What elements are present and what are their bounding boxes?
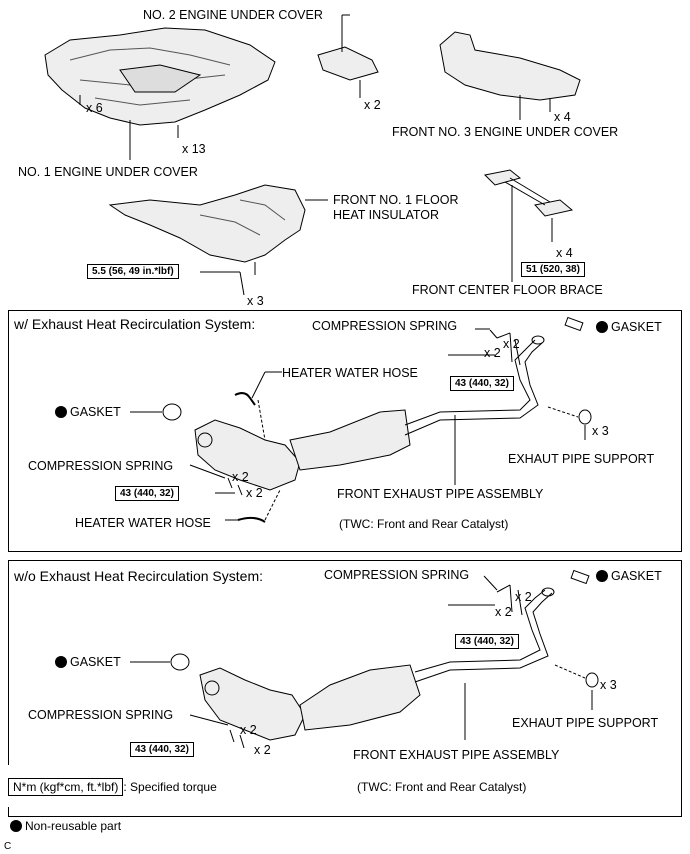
gasket-part (162, 403, 182, 421)
qty-x6: x 6 (86, 101, 103, 115)
no2-engine-under-cover-label: NO. 2 ENGINE UNDER COVER (143, 8, 323, 22)
qty-x2-p2-a: x 2 (515, 590, 532, 604)
front-no1-floor-heat-insulator-label-1: FRONT NO. 1 FLOOR (333, 193, 459, 207)
front-no1-floor-heat-insulator-part (108, 184, 306, 263)
qty-x2-p2-c: x 2 (240, 723, 257, 737)
qty-x4-brace: x 4 (556, 246, 573, 260)
legend-area (0, 765, 330, 807)
gasket-label-left-p2: GASKET (55, 655, 121, 669)
torque-legend: N*m (kgf*cm, ft.*lbf): Specified torque (8, 778, 217, 796)
non-reusable-dot-icon (55, 656, 67, 668)
gasket-text: GASKET (611, 569, 662, 583)
exhaust-pipe-support-part (578, 409, 592, 425)
heater-water-hose-label-top: HEATER WATER HOSE (282, 366, 418, 380)
exhaust-pipe-support-part-2 (585, 672, 599, 688)
exhaust-pipe-support-label-p1: EXHAUT PIPE SUPPORT (508, 452, 655, 466)
twc-note-p1: (TWC: Front and Rear Catalyst) (339, 517, 509, 531)
w-exhaust-heat-recirculation-panel (8, 310, 682, 552)
qty-x4-no3: x 4 (554, 110, 571, 124)
compression-spring-label-p1: COMPRESSION SPRING (28, 459, 174, 473)
qty-x3-p2: x 3 (600, 678, 617, 692)
gasket-text: GASKET (70, 405, 121, 419)
no1-engine-under-cover-label: NO. 1 ENGINE UNDER COVER (18, 165, 198, 179)
qty-x3-insulator: x 3 (247, 294, 264, 308)
non-reusable-legend: Non-reusable part (10, 819, 121, 833)
front-exhaust-pipe-assembly-label-p1: FRONT EXHAUST PIPE ASSEMBLY (337, 487, 544, 501)
non-reusable-dot-icon (55, 406, 67, 418)
front-no3-engine-under-cover-part (439, 31, 581, 101)
front-no3-engine-under-cover-label: FRONT NO. 3 ENGINE UNDER COVER (392, 125, 619, 139)
compression-spring-label-p2: COMPRESSION SPRING (28, 708, 174, 722)
no2-engine-under-cover-part (317, 46, 379, 81)
qty-x2-p1-a: x 2 (503, 337, 520, 351)
qty-x3-p1: x 3 (592, 424, 609, 438)
non-reusable-dot-icon (596, 321, 608, 333)
qty-x13: x 13 (182, 142, 206, 156)
gasket-label-left: GASKET (55, 405, 121, 419)
qty-x2-p2-d: x 2 (254, 743, 271, 757)
torque-insulator: 5.5 (56, 49 in.*lbf) (87, 264, 179, 279)
torque-pipe-p1-bottom: 43 (440, 32) (115, 486, 179, 501)
torque-desc: : Specified torque (123, 780, 217, 794)
torque-unit-box: N*m (kgf*cm, ft.*lbf) (8, 778, 124, 796)
exhaust-pipe-support-label-p2: EXHAUT PIPE SUPPORT (512, 716, 659, 730)
torque-pipe-p1-top: 43 (440, 32) (450, 376, 514, 391)
non-reusable-text: Non-reusable part (25, 819, 122, 833)
non-reusable-dot-icon (10, 820, 22, 832)
front-center-floor-brace-part (483, 169, 574, 217)
qty-x2-p1-d: x 2 (246, 486, 263, 500)
compression-spring-label-p2-top: COMPRESSION SPRING (324, 568, 470, 582)
front-no1-floor-heat-insulator-label-2: HEAT INSULATOR (333, 208, 440, 222)
figure-code: C (4, 841, 12, 852)
torque-brace: 51 (520, 38) (521, 262, 585, 277)
exhaust-manifold-part-2 (199, 667, 306, 741)
heater-water-hose-label-bottom: HEATER WATER HOSE (75, 516, 211, 530)
gasket-part-2 (170, 653, 190, 671)
front-exhaust-pipe-part-2 (299, 664, 421, 731)
w-system-title: w/ Exhaust Heat Recirculation System: (14, 316, 256, 332)
gasket-label-right-p2: GASKET (596, 569, 662, 583)
qty-x2-no2: x 2 (364, 98, 381, 112)
qty-x2-p1-b: x 2 (484, 346, 501, 360)
gasket-label-right: GASKET (596, 320, 662, 334)
compression-spring-label-top: COMPRESSION SPRING (312, 319, 458, 333)
front-center-floor-brace-label: FRONT CENTER FLOOR BRACE (412, 283, 603, 297)
wo-system-title: w/o Exhaust Heat Recirculation System: (14, 568, 263, 584)
front-exhaust-pipe-assembly-part (289, 409, 411, 471)
front-exhaust-pipe-assembly-label-p2: FRONT EXHAUST PIPE ASSEMBLY (353, 748, 560, 762)
torque-pipe-p2-top: 43 (440, 32) (455, 634, 519, 649)
wo-exhaust-heat-recirculation-panel (8, 560, 682, 817)
gasket-text: GASKET (70, 655, 121, 669)
qty-x2-p2-b: x 2 (495, 605, 512, 619)
non-reusable-dot-icon (596, 570, 608, 582)
twc-note-p2: (TWC: Front and Rear Catalyst) (357, 780, 527, 794)
exhaust-manifold-converter-part (194, 419, 301, 491)
qty-x2-p1-c: x 2 (232, 470, 249, 484)
gasket-text: GASKET (611, 320, 662, 334)
torque-pipe-p2-bottom: 43 (440, 32) (130, 742, 194, 757)
